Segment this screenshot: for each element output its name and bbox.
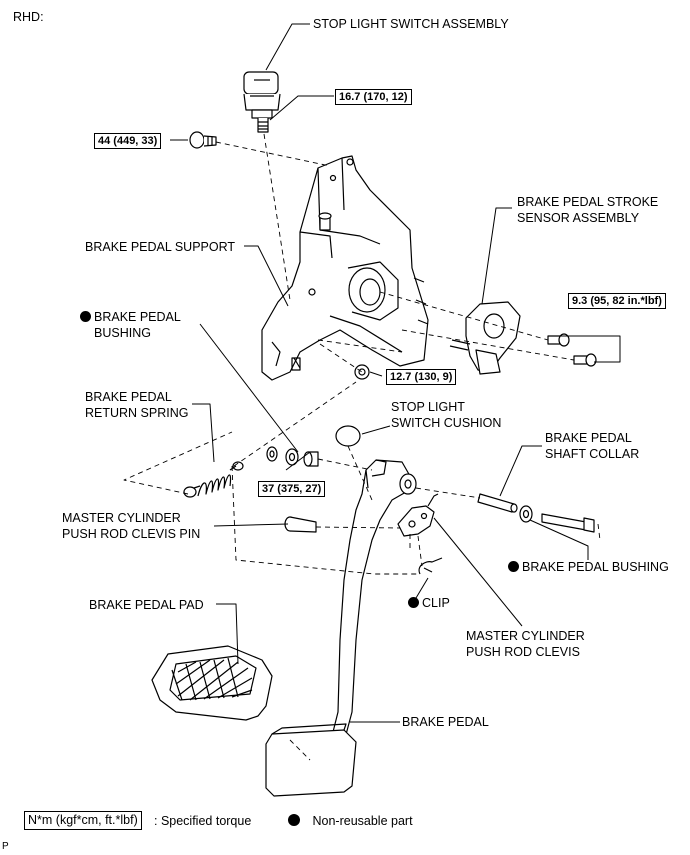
sensor-bolts [547,333,597,367]
label-shaft-collar-line2: SHAFT COLLAR [545,447,640,461]
label-bushing-top-text: BRAKE PEDAL [94,310,181,324]
rhd-label: RHD: [13,10,44,24]
clip-part [418,557,443,575]
torque-nut-lower: 12.7 (130, 9) [386,369,457,385]
stroke-sensor-part [449,301,521,375]
label-return-spring-line1: BRAKE PEDAL [85,390,172,404]
label-switch-cushion-line1: STOP LIGHT [391,400,465,414]
legend-non-reusable-text: Non-reusable part [312,814,413,828]
label-brake-pedal: BRAKE PEDAL [402,715,489,729]
label-return-spring-line2: RETURN SPRING [85,406,189,420]
support-bolt-part [189,131,217,149]
clevis-pin-part [284,516,317,533]
label-clevis-pin-line1: MASTER CYLINDER [62,511,181,525]
label-bushing-right: BRAKE PEDAL BUSHING [508,559,669,575]
stop-light-switch-part [243,71,281,133]
torque-support-bolt: 44 (449, 33) [94,133,162,149]
label-stroke-sensor-line2: SENSOR ASSEMBLY [517,211,640,225]
label-bushing-right-text: BRAKE PEDAL BUSHING [522,560,669,574]
alignment-lines [123,133,601,761]
non-reusable-dot-icon [508,561,519,572]
label-pedal-support: BRAKE PEDAL SUPPORT [85,240,236,254]
label-pedal-pad: BRAKE PEDAL PAD [89,598,204,612]
label-shaft-collar-line1: BRAKE PEDAL [545,431,632,445]
torque-switch: 16.7 (170, 12) [335,89,412,105]
label-push-rod-clevis-line1: MASTER CYLINDER [466,629,585,643]
non-reusable-dot-icon [288,814,300,826]
pivot-hardware-right [519,505,595,533]
pedal-pad-part [151,645,273,721]
label-bushing-top-line1: BRAKE PEDAL [80,309,181,325]
label-clip: CLIP [408,595,450,611]
pivot-hardware-left [266,446,319,467]
leader-lines [170,23,621,723]
push-rod-clevis-part [397,493,439,537]
non-reusable-dot-icon [80,311,91,322]
label-push-rod-clevis-line2: PUSH ROD CLEVIS [466,645,580,659]
label-stroke-sensor-line1: BRAKE PEDAL STROKE [517,195,659,209]
label-switch-cushion-line2: SWITCH CUSHION [391,416,502,430]
label-stop-light-switch: STOP LIGHT SWITCH ASSEMBLY [313,17,509,31]
switch-cushion-part [335,425,361,447]
torque-pivot-nut: 37 (375, 27) [258,481,326,497]
label-clip-text: CLIP [422,596,450,610]
torque-sensor: 9.3 (95, 82 in.*lbf) [568,293,666,309]
legend-torque-text: : Specified torque [154,814,252,828]
support-nut-part [354,364,370,380]
label-clevis-pin-line2: PUSH ROD CLEVIS PIN [62,527,201,541]
pedal-foot-plate [265,723,357,797]
footer-mark: P [2,841,9,852]
pedal-support-part [261,155,429,381]
label-bushing-top-line2: BUSHING [94,326,151,340]
non-reusable-dot-icon [408,597,419,608]
legend-torque-unit: N*m (kgf*cm, ft.*lbf) [24,811,142,830]
brake-pedal-part [329,459,417,745]
shaft-collar-part [477,493,518,513]
return-spring-part [183,461,244,498]
legend-non-reusable: Non-reusable part [288,813,413,829]
